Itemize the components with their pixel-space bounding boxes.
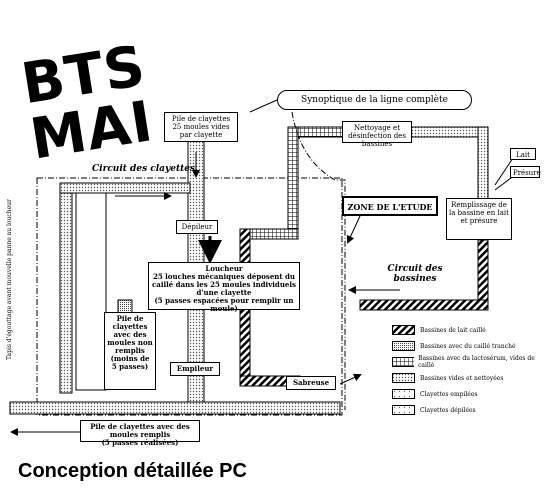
arrow-lait (494, 154, 516, 186)
bassines-grid-left (287, 126, 299, 238)
tapis-conveyor (59, 182, 73, 394)
legend-item: Bassines de lait caillé (392, 322, 542, 338)
loucheur-box: Loucheur 25 louches mécaniques déposent … (148, 262, 300, 313)
pile-vides-box: Pile de clayettes 25 moules vides par cl… (164, 112, 238, 142)
sabreuse-box: Sabreuse (286, 376, 336, 390)
zone-etude-box: ZONE DE L'ETUDE (342, 196, 438, 216)
circuit-bassines-label: Circuit des bassines (387, 264, 443, 284)
legend-item: Bassines vides et nettoyées (392, 370, 542, 386)
arrow-syn-left (249, 99, 278, 113)
top-conveyor (59, 182, 191, 194)
bassines-right-bottom (359, 299, 489, 311)
bottom-conveyor (9, 401, 341, 415)
pile-non-remplis-box: Pile de clayettes avec des moules non re… (104, 312, 156, 390)
empileur-box: Empileur (170, 362, 220, 376)
circuit-clayettes-outline (36, 177, 343, 416)
legend: Bassines de lait caillé Bassines avec du… (392, 322, 542, 418)
lait-box: Lait (510, 148, 536, 160)
tapis-label: Tapis d'égouttage avant mouvelle panne a… (6, 199, 13, 360)
arrow-sabreuse (339, 373, 362, 385)
synoptique-label: Synoptique de la ligne complète (277, 90, 472, 110)
presure-box: Présure (510, 166, 541, 178)
bassines-right-vert (477, 126, 489, 203)
arrow-zone (346, 215, 361, 244)
pile-remplis-box: Pile de clayettes avec des moules rempli… (80, 420, 200, 447)
depileur-box: Dépileur (176, 220, 218, 234)
caption: Conception détaillée PC (18, 460, 247, 482)
legend-item: Clayettes dépilées (392, 402, 542, 418)
tapis-inner (75, 189, 107, 391)
legend-item: Clayettes empilées (392, 386, 542, 402)
nettoyage-box: Nettoyage et désinfection des bassines (342, 121, 412, 148)
circuit-clayettes-label: Circuit des clayettes (92, 164, 196, 174)
zone-outline (291, 111, 346, 410)
bassines-right-top (409, 126, 489, 138)
legend-item: Bassines avec du lactosérum, vides de ca… (392, 354, 542, 370)
remplissage-box: Remplissage de la bassine en lait et pré… (446, 198, 512, 240)
legend-item: Bassines avec du caillé tranché (392, 338, 542, 354)
